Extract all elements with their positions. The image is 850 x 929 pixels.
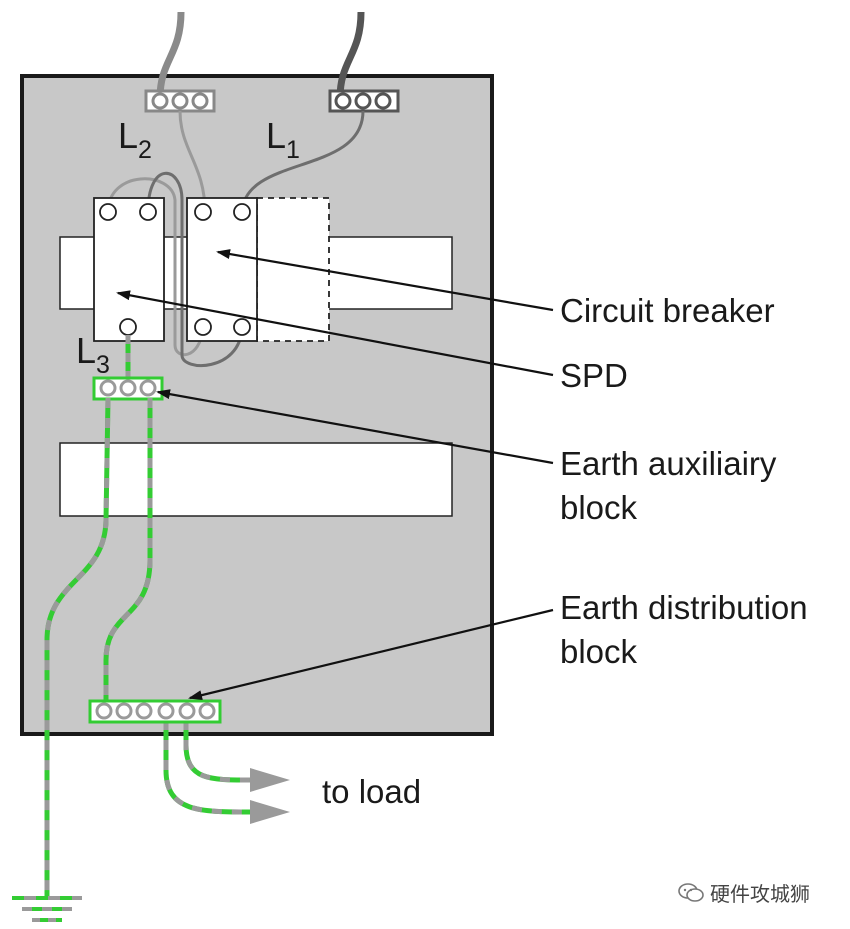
spd-loop-wire-gray — [106, 177, 205, 357]
l2-supply-cable — [156, 11, 185, 99]
earth-auxiliary-block — [92, 376, 164, 401]
spd-label: SPD — [560, 357, 628, 394]
spd-loop-wire-dark — [146, 171, 244, 368]
l1-label: L1 — [266, 115, 300, 164]
circuit-breaker-label: Circuit breaker — [560, 292, 775, 329]
earth-dist-label-line1: Earth distribution — [560, 589, 808, 626]
earth-wires — [44, 397, 251, 900]
watermark-text: 硬件攻城狮 — [710, 882, 810, 906]
watermark: 硬件攻城狮 — [678, 878, 810, 907]
l1-supply-cable — [336, 11, 365, 99]
load-arrow-upper — [250, 768, 290, 792]
l1-terminal-block — [328, 89, 400, 113]
earth-aux-label-line1: Earth auxiliairy — [560, 445, 777, 482]
l2-label: L2 — [118, 115, 152, 164]
l2-terminal-block — [144, 89, 216, 113]
ground-symbol — [12, 896, 82, 922]
load-arrow-lower — [250, 800, 290, 824]
wechat-icon — [678, 882, 704, 902]
din-rail-bottom — [59, 442, 453, 517]
callout-arrows — [116, 249, 554, 701]
l3-label: L3 — [76, 330, 110, 379]
earth-distribution-block — [88, 699, 222, 724]
spd-module — [93, 197, 165, 342]
l1-feed-wire — [240, 110, 365, 213]
enclosure-panel — [20, 74, 494, 736]
earth-aux-label-line2: block — [560, 489, 638, 526]
earth-dist-label-line2: block — [560, 633, 638, 670]
to-load-label: to load — [322, 773, 421, 810]
